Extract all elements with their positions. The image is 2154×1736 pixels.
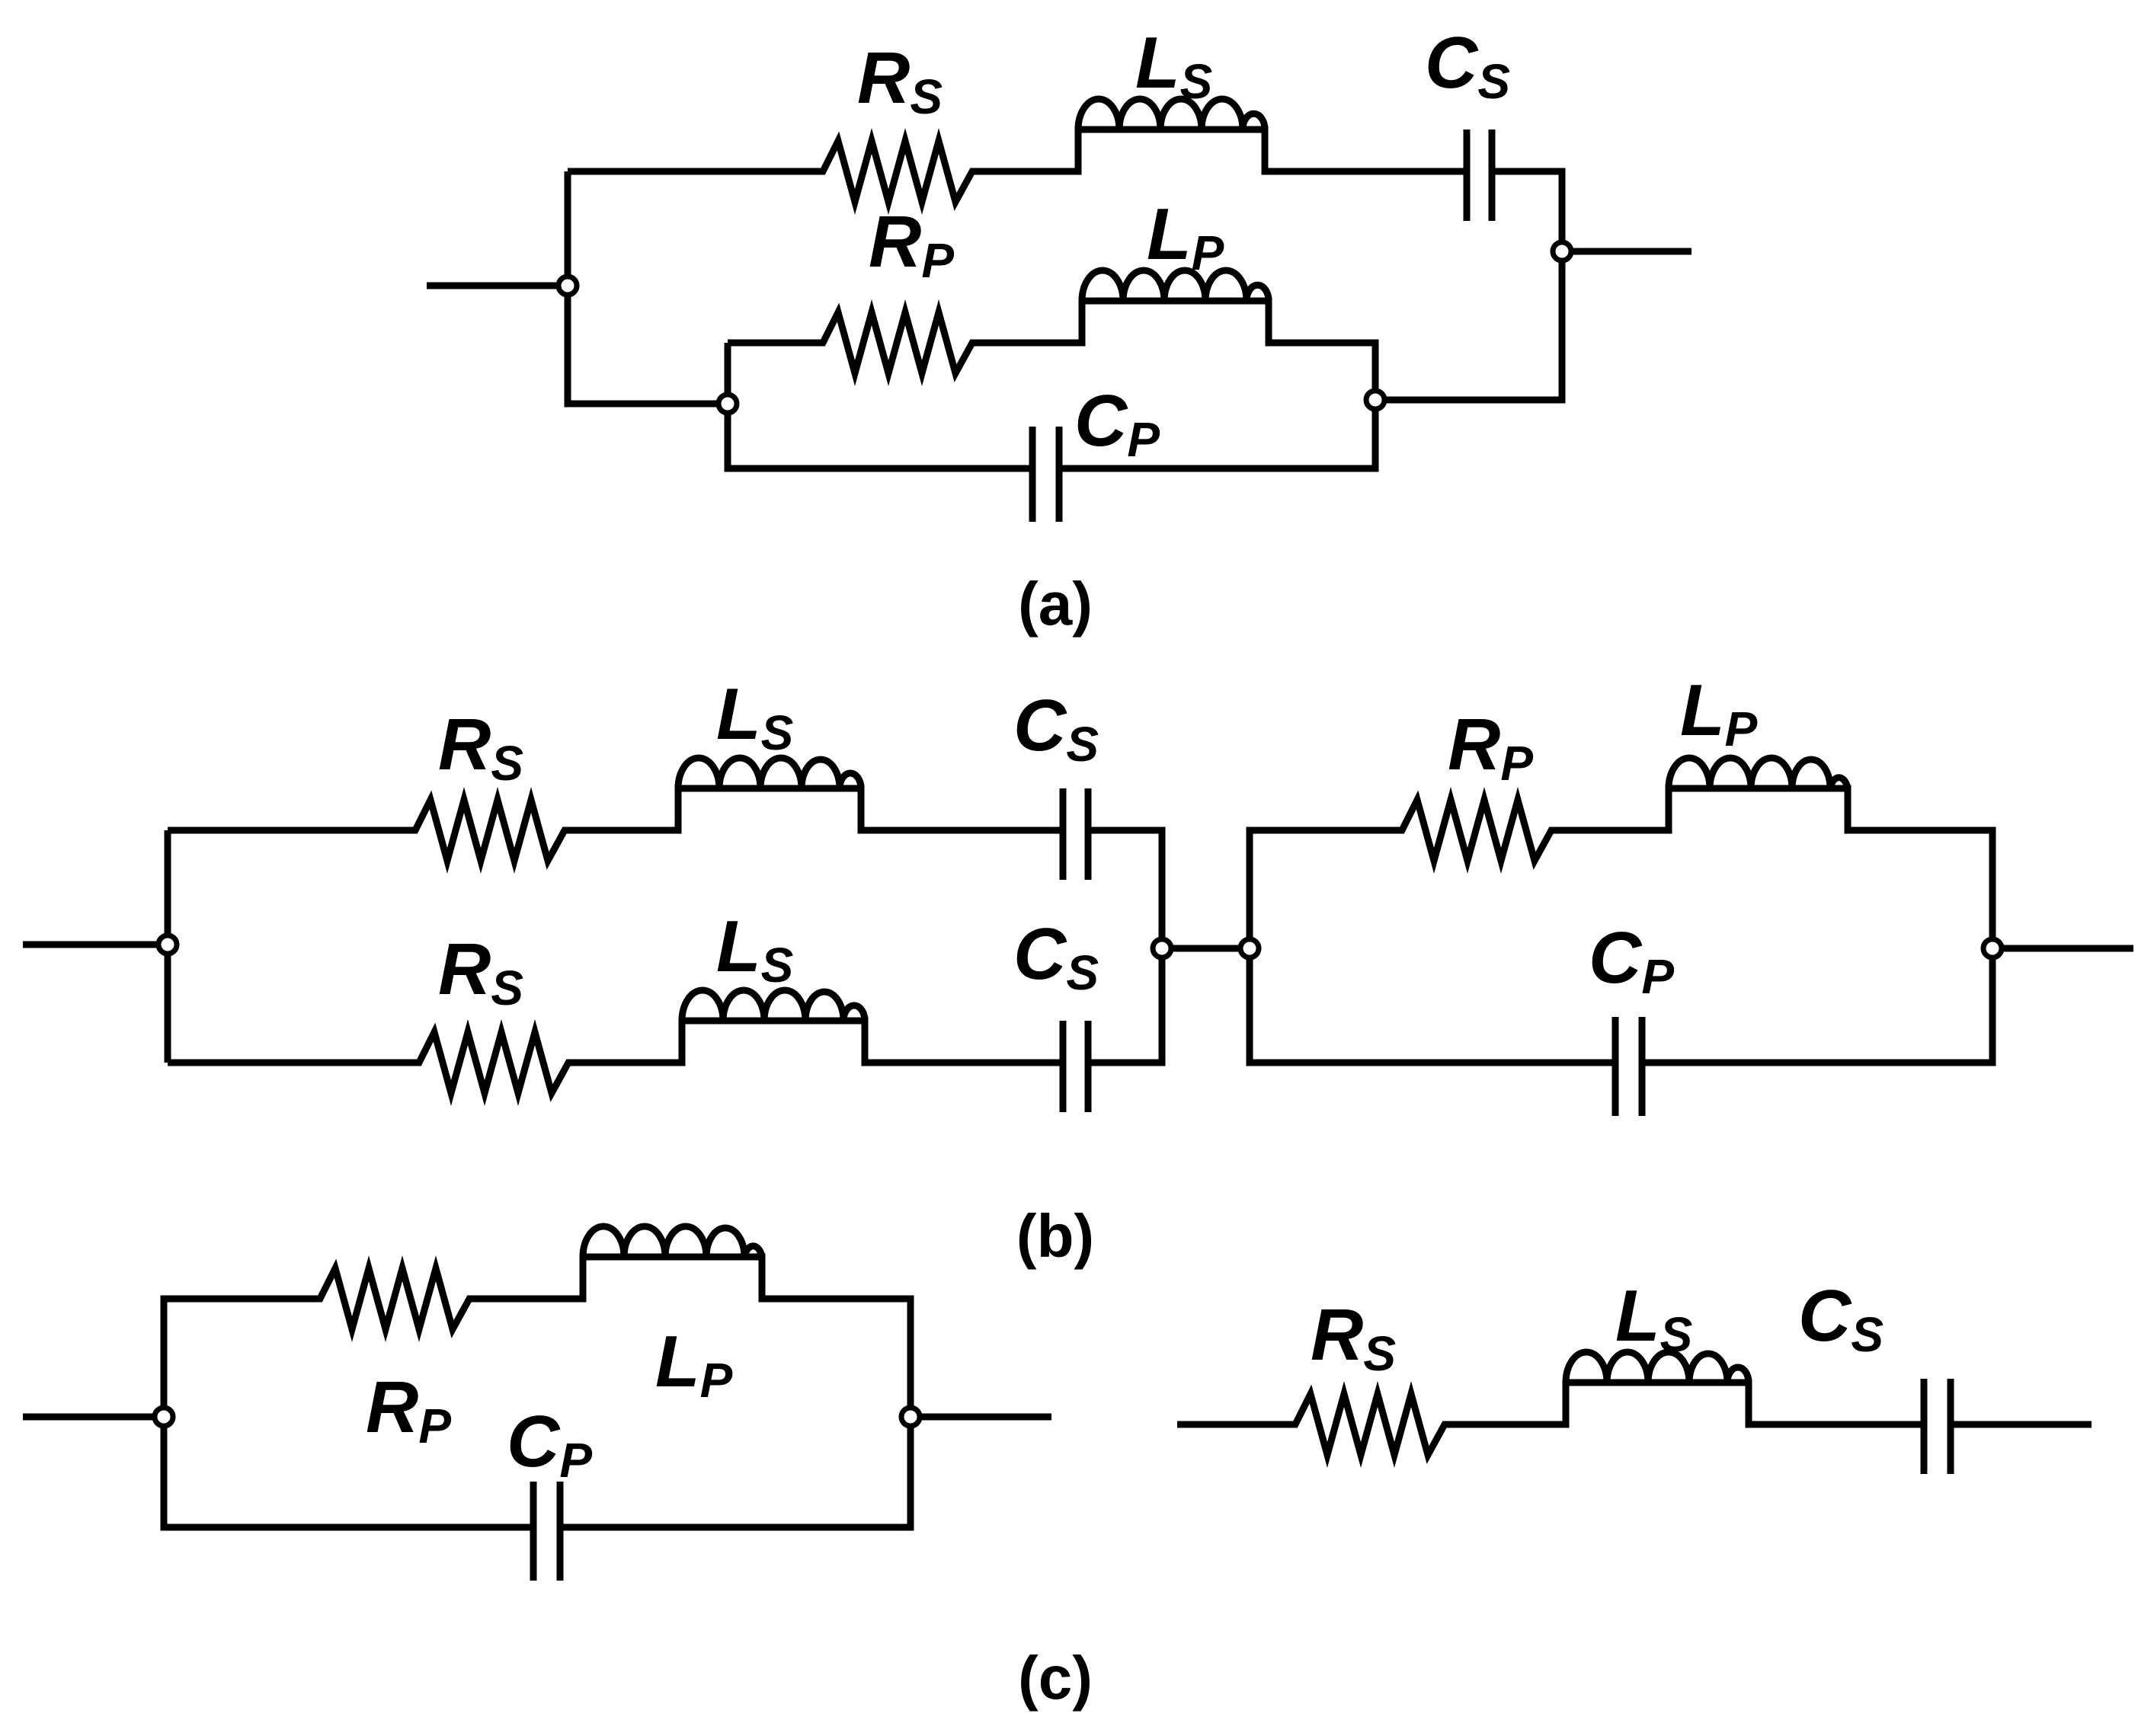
branch-b-bottom: [168, 1017, 1063, 1106]
capacitor-cs-b-top: [1059, 788, 1092, 880]
label-rs-b-top: RS: [438, 704, 523, 791]
branch-a-top: [568, 126, 1467, 215]
branch-c-top: [160, 1253, 914, 1531]
inductor-ls-b-top: [674, 754, 865, 789]
node-b-mid-right: [1237, 936, 1262, 961]
wire-c-cp-left: [160, 1417, 533, 1531]
label-cs-c: CS: [1798, 1275, 1884, 1362]
label-ls-b-top: LS: [716, 673, 794, 760]
node-a-in: [555, 273, 580, 298]
branch-a-mid: [728, 297, 1379, 472]
label-rp-c: RP: [366, 1367, 451, 1453]
label-lp-a: LP: [1147, 193, 1224, 280]
inductor-lp-a: [1078, 267, 1272, 302]
label-lp-c: LP: [655, 1321, 733, 1408]
node-b-in: [155, 932, 180, 957]
rail-a-left: [564, 171, 728, 408]
node-c-out: [898, 1405, 923, 1429]
label-rs-c: RS: [1311, 1294, 1396, 1381]
label-cp-c: CP: [507, 1401, 592, 1488]
caption-c: (c): [1018, 1644, 1093, 1712]
node-b-out: [1980, 936, 2005, 961]
label-cs-a: CS: [1425, 22, 1510, 109]
node-c-in: [152, 1405, 176, 1429]
node-a-inner-right: [1363, 388, 1387, 412]
inductor-ls-a: [1074, 95, 1269, 130]
inner-a-left: [724, 343, 1032, 472]
capacitor-cs-a: [1463, 129, 1496, 221]
inductor-ls-b-bottom: [678, 986, 869, 1021]
label-rs-a: RS: [857, 37, 943, 124]
caption-b: (b): [1016, 1202, 1094, 1270]
label-cs-b-bottom: CS: [1013, 913, 1099, 1000]
label-rp-b: RP: [1448, 704, 1533, 791]
node-b-mid-left: [1150, 936, 1174, 961]
circuit-a: RS LS CS RP LP CP (a): [427, 22, 1692, 638]
label-rs-b-bottom: RS: [438, 929, 523, 1015]
label-ls-a: LS: [1135, 22, 1213, 109]
circuit-b: RS LS CS RS LS CS RP LP CP (b): [23, 670, 2133, 1270]
capacitor-cp-a: [1029, 427, 1063, 522]
branch-b-right: [1246, 785, 1996, 1066]
label-ls-c: LS: [1615, 1275, 1693, 1362]
inductor-lp-c: [579, 1223, 766, 1258]
inductor-lp-b: [1665, 754, 1852, 790]
inductor-ls-c: [1562, 1348, 1752, 1383]
branch-b-top: [168, 785, 1063, 874]
label-rp-a: RP: [869, 201, 954, 288]
capacitor-cs-c: [1920, 1379, 1954, 1474]
label-lp-b: LP: [1680, 670, 1758, 756]
label-cp-b: CP: [1589, 917, 1674, 1004]
capacitor-cs-b-bottom: [1059, 1021, 1092, 1112]
circuit-c: RP LP CP RS LS CS (c): [23, 1223, 2092, 1712]
capacitor-cp-b: [1611, 1017, 1646, 1116]
label-cs-b-top: CS: [1013, 685, 1099, 772]
wire-b-cp-left: [1246, 948, 1615, 1066]
label-ls-b-bottom: LS: [716, 906, 794, 993]
wire-a-right: [1375, 168, 1566, 404]
label-cp-a: CP: [1074, 380, 1160, 467]
branch-c-series: [1177, 1379, 1924, 1468]
capacitor-cp-c: [530, 1482, 564, 1581]
node-a-out: [1550, 239, 1574, 264]
caption-a: (a): [1018, 570, 1093, 638]
node-a-inner-left: [715, 392, 740, 416]
